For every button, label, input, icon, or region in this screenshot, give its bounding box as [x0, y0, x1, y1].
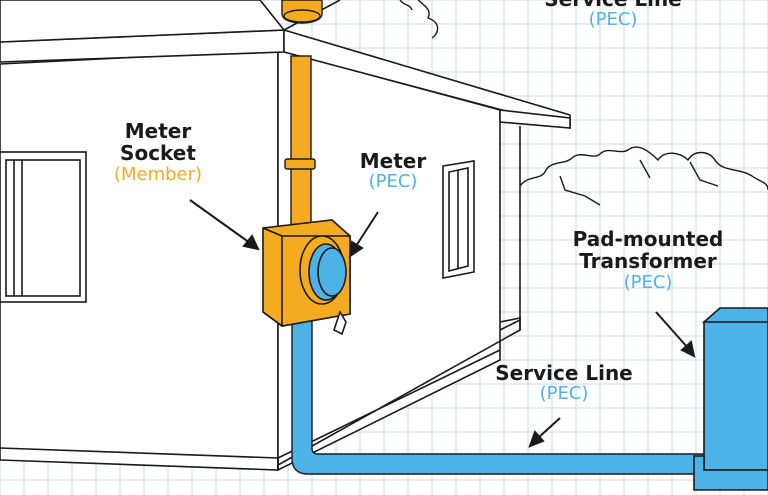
left-window [0, 151, 87, 303]
roof-vent-cap [281, 0, 323, 24]
right-window [442, 160, 475, 279]
label-meter: Meter (PEC) [348, 150, 438, 193]
label-title: Service Line [520, 0, 706, 10]
arrow-meter [355, 211, 379, 247]
label-pad-mounted-transformer: Pad-mounted Transformer (PEC) [560, 228, 736, 293]
label-owner: (PEC) [539, 383, 589, 405]
arrow-transformer [655, 311, 689, 349]
label-title-line2: Transformer [579, 249, 717, 274]
arrow-meter-socket [189, 199, 251, 244]
porch-overhang-fascia [499, 109, 571, 129]
label-title-line2: Socket [120, 141, 196, 166]
label-owner: (Member) [113, 163, 203, 185]
pad-mounted-transformer [693, 307, 768, 491]
background-shrubs [399, 0, 768, 206]
label-title: Meter [359, 149, 427, 173]
label-owner: (PEC) [368, 171, 418, 193]
callout-arrows [189, 199, 696, 448]
label-title: Service Line [495, 361, 633, 385]
label-owner: (PEC) [588, 9, 638, 31]
label-title-line1: Pad-mounted [572, 227, 724, 251]
label-service-line-top: Service Line (PEC) [520, 0, 706, 31]
label-owner: (PEC) [623, 271, 673, 293]
arrow-service-line [537, 417, 561, 439]
label-meter-socket: Meter Socket (Member) [98, 120, 218, 185]
meter-device [308, 243, 347, 301]
label-service-line-bottom: Service Line (PEC) [476, 362, 652, 405]
label-title-line1: Meter [124, 119, 192, 143]
